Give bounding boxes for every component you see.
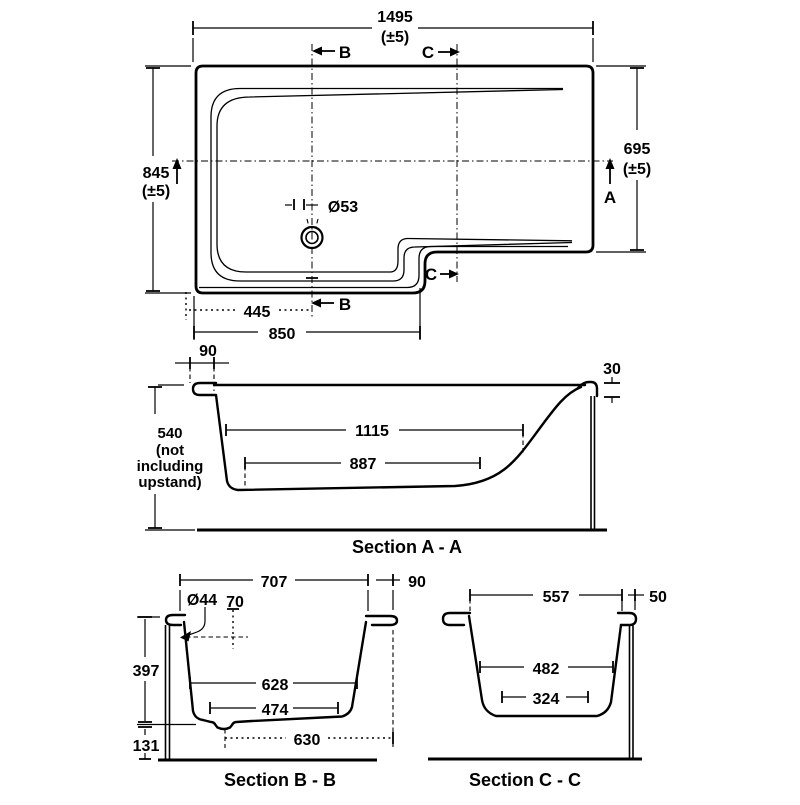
section-b-bottom-width-dimension <box>209 702 339 714</box>
plan-view: Ø53 1495 (±5) 845 (±5) <box>142 9 651 343</box>
section-a-right-curl <box>576 380 599 398</box>
section-a-top-length-dim: 1115 <box>355 423 389 440</box>
section-a-left-curl <box>191 381 218 397</box>
section-b-mid-width-dimension <box>189 677 358 689</box>
plan-section-markers: B C B C A <box>172 43 616 314</box>
section-a-bottom-length-dim: 887 <box>350 456 377 473</box>
section-c-left-rim <box>441 611 472 627</box>
marker-c-top: C <box>422 43 434 62</box>
section-b-top-width-dim: 707 <box>261 574 288 591</box>
marker-c-bottom: C <box>425 265 437 284</box>
section-b-drain-offset-dim: 630 <box>294 732 321 749</box>
section-b-rim-dimension <box>376 574 400 610</box>
section-c-rim-dimension <box>628 589 644 610</box>
section-a-bottom-length-dimension <box>244 457 481 487</box>
section-b-overflow-dia: Ø44 <box>187 592 217 609</box>
plan-right-height-tol: (±5) <box>623 161 651 178</box>
section-c-view: 557 50 482 324 Section C - C <box>428 589 667 790</box>
section-b-bottom-width-dim: 474 <box>262 702 289 719</box>
plan-left-section-dim: 850 <box>269 326 296 343</box>
section-a-rim-dimension <box>175 357 229 391</box>
section-c-label: Section C - C <box>469 770 581 790</box>
plan-right-height-dim: 695 <box>624 141 651 158</box>
section-c-mid-width-dim: 482 <box>533 661 560 678</box>
section-c-top-width-dimension <box>469 589 623 611</box>
marker-a: A <box>604 188 616 207</box>
section-a-depth-dim-2: (not <box>156 442 184 459</box>
section-a-depth-dimension <box>145 384 195 531</box>
plan-right-height-dimension <box>596 65 646 253</box>
section-b-depth-dimension <box>137 616 196 728</box>
plan-centerlines <box>172 44 613 318</box>
plan-drain-dia-label: Ø53 <box>328 199 358 216</box>
plan-drain-offset-dim: 445 <box>244 304 271 321</box>
plan-width-dim: 1495 <box>377 9 413 26</box>
section-b-base-dimension <box>139 729 151 760</box>
section-c-right-rim <box>616 611 638 627</box>
section-c-bottom-width-dimension <box>501 691 589 703</box>
plan-outer-outline <box>194 64 595 295</box>
section-c-bottom-width-dim: 324 <box>533 691 560 708</box>
section-b-overflow-leader <box>180 607 206 642</box>
section-b-mid-width-dim: 628 <box>262 677 289 694</box>
section-b-rim-dim: 90 <box>408 574 426 591</box>
section-a-view: 90 30 540 (not including upstand) <box>137 343 621 557</box>
section-a-rim-dim: 90 <box>199 343 217 360</box>
section-c-profile <box>467 614 623 718</box>
section-a-upstand-dimension <box>604 377 620 403</box>
plan-basin-outer <box>210 87 573 282</box>
plan-width-tol: (±5) <box>381 29 409 46</box>
section-b-base-dim: 131 <box>133 738 160 755</box>
section-a-upstand-dim: 30 <box>603 361 621 378</box>
plan-left-height-tol: (±5) <box>142 183 170 200</box>
section-a-top-length-dimension <box>225 424 524 454</box>
section-a-depth-dim-1: 540 <box>157 425 182 442</box>
section-b-label: Section B - B <box>224 770 336 790</box>
plan-drain-offset-dimension <box>185 292 311 320</box>
section-b-overflow-drop-dimension <box>186 608 248 649</box>
plan-basin-inner <box>216 88 573 273</box>
section-b-drain-offset-dimension <box>224 630 394 748</box>
plan-width-dimension <box>192 21 594 62</box>
section-b-right-rim <box>364 614 399 627</box>
section-a-profile <box>214 385 583 492</box>
section-b-overflow-drop-dim: 70 <box>226 594 244 611</box>
marker-b-bottom: B <box>339 295 351 314</box>
plan-drain <box>285 199 324 279</box>
plan-left-height-dim: 845 <box>143 165 170 182</box>
marker-b-top: B <box>339 43 351 62</box>
section-c-mid-width-dimension <box>479 661 614 673</box>
section-b-top-width-dimension <box>179 574 369 611</box>
section-b-view: 707 90 Ø44 70 3 <box>133 574 426 790</box>
section-b-profile <box>182 620 368 731</box>
section-c-rim-dim: 50 <box>649 589 667 606</box>
section-a-label: Section A - A <box>352 537 462 557</box>
plan-left-height-dimension <box>145 65 191 294</box>
section-b-depth-dim: 397 <box>133 663 160 680</box>
section-c-top-width-dim: 557 <box>543 589 570 606</box>
section-a-depth-dim-3: including <box>137 458 204 475</box>
plan-left-section-dimension <box>193 288 421 340</box>
section-a-depth-dim-4: upstand) <box>138 474 201 491</box>
section-b-left-curl <box>164 613 187 627</box>
